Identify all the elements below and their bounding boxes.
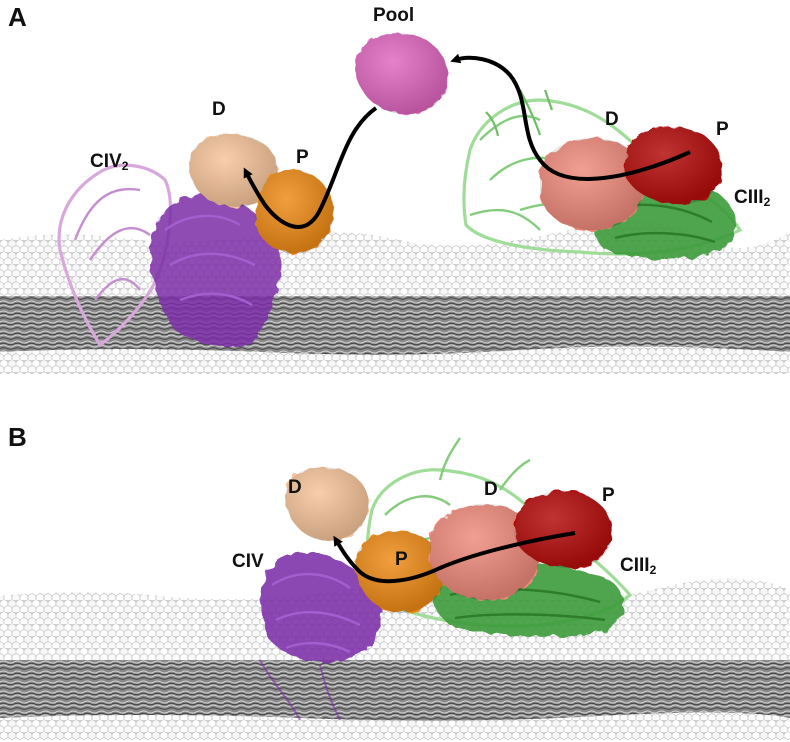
cytc1-ciii-proximal-a [624,126,723,205]
label-ciii-proximal-a: P [716,119,729,140]
arrow-pool-to-civ [243,106,378,229]
label-ciii-proximal-b: P [602,485,615,506]
panel-letter-b: B [8,422,27,452]
label-civ-b: CIV [232,551,264,572]
label-civ-distal-b: D [288,477,302,498]
arrow-ciii-to-pool [450,53,691,181]
cytc-civ-proximal-b [355,531,445,613]
civ-complex-b [259,551,381,721]
label-civ-proximal-b: P [395,549,408,570]
cytc-civ-proximal-a [255,169,334,254]
cytc-pool-a [355,33,449,115]
label-ciii-distal-a: D [605,109,619,130]
label-ciii2-b: CIII2 [620,555,657,577]
panel-a: A Pool D P CIV2 D P CIII2 [0,2,790,374]
panel-b: B D P CIV D P CIII2 [0,420,790,742]
label-civ-proximal-a: P [296,147,309,168]
panel-a-illustration [0,33,790,374]
cytc-civ-distal-b [285,466,369,541]
label-civ2: CIV2 [90,151,129,173]
cytc1-ciii-proximal-b [514,490,613,569]
label-ciii2-a: CIII2 [734,187,771,209]
arrow-ciii-to-civ [333,531,576,584]
label-civ-distal-a: D [212,99,226,120]
panel-letter-a: A [8,2,27,32]
civ2-complex-a [57,163,281,348]
label-ciii-distal-b: D [484,479,498,500]
label-pool: Pool [373,5,415,26]
panel-b-illustration [0,437,790,740]
cytc1-ciii-distal-a [540,137,645,231]
